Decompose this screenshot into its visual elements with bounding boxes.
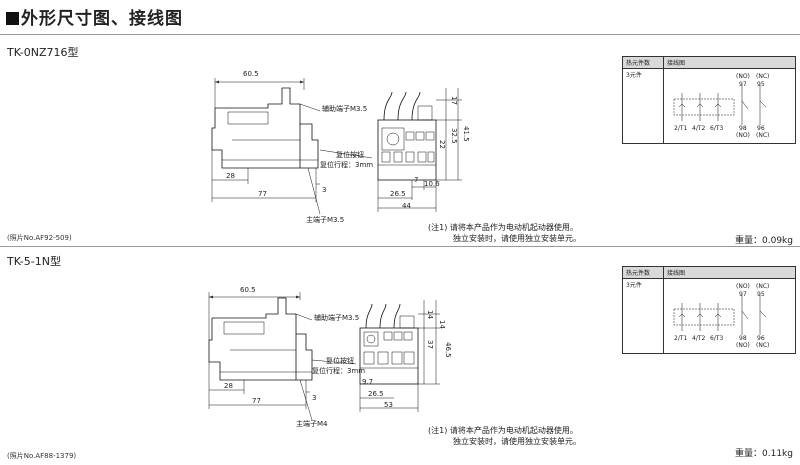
s1-note-line2: 独立安装时，请使用独立安装单元。 bbox=[453, 234, 581, 243]
s1-note-line1: (注1) 请将本产品作为电动机起动器使用。 bbox=[428, 223, 578, 232]
s2-t-4t2: 4/T2 bbox=[692, 335, 706, 342]
s2-dim-28: 28 bbox=[224, 382, 233, 390]
s1-reset-travel-label: 复位行程：3mm bbox=[320, 161, 374, 169]
s1-main-leader bbox=[307, 167, 321, 215]
s1-t-95: 95 bbox=[757, 81, 765, 88]
s2-dim-14a: 14 bbox=[426, 310, 434, 319]
s2-wiring-table: 热元件数接线图 3元件 (NO) (NC) 97 95 2/T1 4/T2 6/… bbox=[622, 266, 796, 354]
title-square-icon bbox=[6, 12, 19, 25]
s1-wiring-table: 热元件数接线图 3元件 (NO) (NC) 97 95 2/T1 4/T2 6/… bbox=[622, 56, 796, 144]
s1-dim-22: 22 bbox=[438, 140, 446, 149]
s2-wiring-diagram: (NO) (NC) 97 95 2/T1 4/T2 6/T3 98 96 (NO… bbox=[663, 278, 796, 354]
s1-dim-41-5: 41.5 bbox=[462, 126, 470, 142]
s2-dim-60-5: 60.5 bbox=[240, 286, 256, 294]
s1-table-header-elements: 热元件数 bbox=[622, 56, 664, 69]
s2-dim-77: 77 bbox=[252, 397, 261, 405]
s1-dim-7: 7 bbox=[414, 176, 419, 184]
s2-reset-button-label: 复位按钮 bbox=[326, 357, 354, 365]
s1-t-98: 98 bbox=[739, 125, 747, 132]
section1-model: TK-0NZ716型 bbox=[7, 46, 79, 59]
s1-t-97: 97 bbox=[739, 81, 747, 88]
s1-reset-leader bbox=[319, 149, 373, 159]
s2-t-no-bot: (NO) bbox=[736, 342, 750, 349]
s2-reset-leader bbox=[311, 359, 357, 365]
s2-side-view bbox=[208, 292, 313, 409]
s2-note-line1: (注1) 请将本产品作为电动机起动器使用。 bbox=[428, 426, 578, 435]
s1-main-terminal-label: 主端子M3.5 bbox=[306, 216, 345, 224]
s2-dim-46-5: 46.5 bbox=[444, 342, 452, 358]
s2-t-no-top: (NO) bbox=[736, 283, 750, 290]
section1-photo-ref: (照片No.AF92-509) bbox=[7, 234, 72, 242]
s1-table-row-label: 3元件 bbox=[622, 68, 664, 144]
s2-t-97: 97 bbox=[739, 291, 747, 298]
page-title-text: 外形尺寸图、接线图 bbox=[21, 9, 183, 29]
s1-weight: 重量：0.09kg bbox=[735, 236, 793, 246]
s1-dim-3: 3 bbox=[322, 186, 327, 194]
s1-dim-77: 77 bbox=[258, 190, 267, 198]
s2-table-header-elements: 热元件数 bbox=[622, 266, 664, 279]
s1-dim-17: 17 bbox=[450, 96, 458, 105]
s2-note: (注1) 请将本产品作为电动机起动器使用。 独立安装时，请使用独立安装单元。 bbox=[428, 425, 581, 447]
s2-note-line2: 独立安装时，请使用独立安装单元。 bbox=[453, 437, 581, 446]
s2-t-6t3: 6/T3 bbox=[710, 335, 724, 342]
s2-dim-14b: 14 bbox=[438, 320, 446, 329]
s2-table-row-label: 3元件 bbox=[622, 278, 664, 354]
s1-aux-terminal-label: 辅助端子M3.5 bbox=[322, 105, 368, 113]
s1-dim-10-6: 10.6 bbox=[424, 180, 440, 188]
section2-model: TK-5-1N型 bbox=[7, 255, 61, 268]
section-divider bbox=[0, 246, 800, 247]
s2-dim-53: 53 bbox=[384, 401, 393, 409]
s2-aux-terminal-label: 辅助端子M3.5 bbox=[314, 314, 360, 322]
s1-dim-32-5: 32.5 bbox=[450, 128, 458, 144]
s2-front-view bbox=[359, 300, 440, 412]
s1-dim-44: 44 bbox=[402, 202, 411, 210]
s2-main-terminal-label: 主端子M4 bbox=[296, 420, 328, 428]
s2-t-nc-top: (NC) bbox=[756, 283, 770, 290]
page-title: 外形尺寸图、接线图 bbox=[6, 4, 183, 29]
s1-note: (注1) 请将本产品作为电动机起动器使用。 独立安装时，请使用独立安装单元。 bbox=[428, 222, 581, 244]
s2-t-98: 98 bbox=[739, 335, 747, 342]
s1-reset-button-label: 复位按钮 bbox=[336, 151, 364, 159]
s2-dim-37: 37 bbox=[426, 340, 434, 349]
s2-t-2t1: 2/T1 bbox=[674, 335, 688, 342]
s1-t-6t3: 6/T3 bbox=[710, 125, 724, 132]
s1-side-view bbox=[211, 78, 320, 202]
s1-table-header-diagram: 接线图 bbox=[663, 56, 796, 69]
s1-dim-28: 28 bbox=[226, 172, 235, 180]
title-divider bbox=[0, 34, 800, 35]
s2-t-96: 96 bbox=[757, 335, 765, 342]
s2-reset-travel-label: 复位行程：3mm bbox=[312, 367, 366, 375]
section2-photo-ref: (照片No.AF88-1379) bbox=[7, 452, 77, 460]
s1-t-no-top: (NO) bbox=[736, 73, 750, 80]
s2-aux-leader bbox=[295, 313, 313, 321]
s2-main-leader bbox=[299, 379, 313, 421]
s2-t-nc-bot: (NC) bbox=[756, 342, 770, 349]
s1-dim-60-5: 60.5 bbox=[243, 70, 259, 78]
s1-t-4t2: 4/T2 bbox=[692, 125, 706, 132]
s1-t-nc-bot: (NC) bbox=[756, 132, 770, 139]
s2-dim-9-7: 9.7 bbox=[362, 378, 374, 386]
s2-dim-3: 3 bbox=[312, 394, 317, 402]
s1-t-2t1: 2/T1 bbox=[674, 125, 688, 132]
s1-t-no-bot: (NO) bbox=[736, 132, 750, 139]
s1-t-nc-top: (NC) bbox=[756, 73, 770, 80]
s1-front-view bbox=[377, 88, 462, 212]
s1-aux-leader bbox=[299, 103, 321, 112]
s2-weight: 重量：0.11kg bbox=[735, 449, 793, 459]
s1-dim-26-5: 26.5 bbox=[390, 190, 406, 198]
s2-dim-26-5: 26.5 bbox=[368, 390, 384, 398]
s1-wiring-diagram: (NO) (NC) 97 95 2/T1 4/T2 6/T3 98 96 (NO… bbox=[663, 68, 796, 144]
s1-t-96: 96 bbox=[757, 125, 765, 132]
s2-t-95: 95 bbox=[757, 291, 765, 298]
s2-table-header-diagram: 接线图 bbox=[663, 266, 796, 279]
